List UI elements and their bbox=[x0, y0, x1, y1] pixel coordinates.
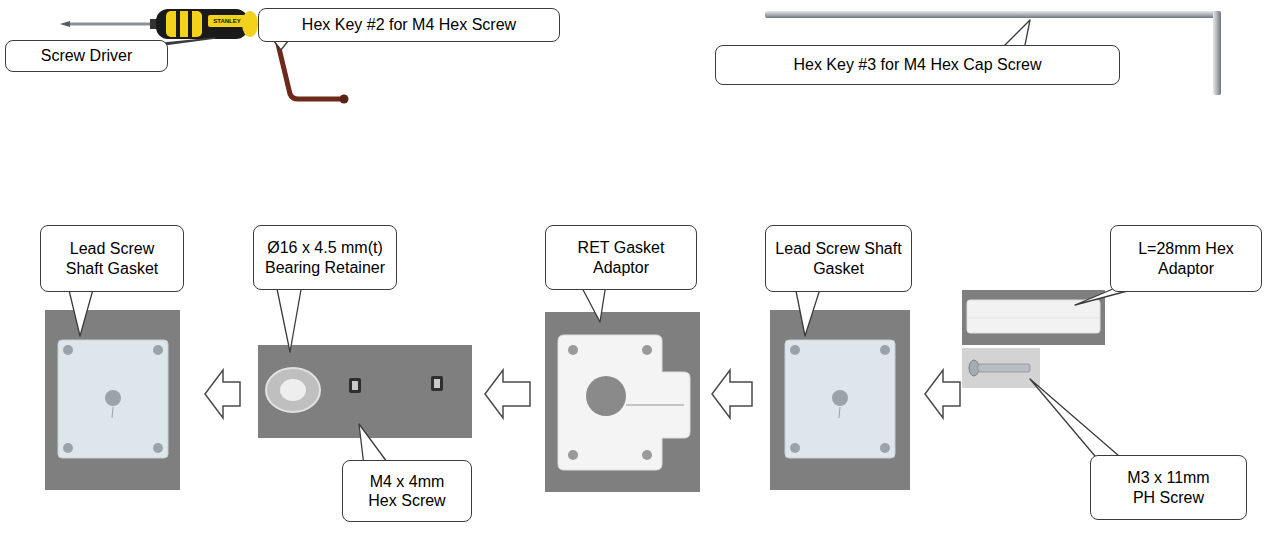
block-arrow bbox=[485, 370, 530, 418]
screwdriver-image bbox=[208, 15, 246, 27]
part-name: M4 x 4mm Hex Screw bbox=[357, 472, 457, 510]
part-panel: Lead Screw Shaft Gasket bbox=[45, 310, 205, 490]
callout-box: Hex Key #2 for M4 Hex Screw bbox=[258, 8, 560, 42]
ret-adaptor-photo bbox=[558, 335, 690, 470]
gasket-photo bbox=[63, 443, 73, 453]
screwdriver-image bbox=[188, 11, 192, 37]
part-panel: L=28mm Hex AdaptorM3 x 11mm PH Screw bbox=[960, 290, 1105, 400]
ph-screw-photo bbox=[962, 348, 1040, 388]
callout-box: M4 x 4mm Hex Screw bbox=[342, 460, 472, 522]
ret-adaptor-photo bbox=[568, 450, 578, 460]
screwdriver-image bbox=[68, 23, 152, 26]
gasket-photo bbox=[63, 345, 73, 355]
ph-screw-photo bbox=[962, 348, 1040, 388]
hex-screw-photo bbox=[349, 378, 361, 393]
gasket-photo bbox=[45, 310, 180, 490]
ph-screw-photo bbox=[978, 364, 1030, 372]
hex-adaptor-photo bbox=[967, 300, 1100, 333]
part-name: L=28mm Hex Adaptor bbox=[1121, 239, 1251, 277]
hex-screw-photo bbox=[431, 376, 443, 391]
tool-name: Hex Key #2 for M4 Hex Screw bbox=[302, 15, 516, 34]
hex-adaptor-photo bbox=[962, 290, 1105, 345]
callout-box: RET Gasket Adaptor bbox=[545, 225, 697, 290]
block-arrow bbox=[205, 370, 240, 418]
hex-screw-photo bbox=[434, 379, 440, 388]
gasket-photo bbox=[785, 340, 895, 458]
gasket-photo bbox=[832, 390, 848, 406]
hex-key-small bbox=[278, 44, 349, 104]
hex-key-small bbox=[278, 44, 341, 99]
gasket-photo bbox=[880, 443, 890, 453]
retainer-photo bbox=[258, 345, 328, 438]
callout-tail bbox=[795, 286, 821, 336]
gasket-photo bbox=[153, 443, 163, 453]
hex-screw-photo bbox=[352, 381, 358, 390]
callout-tail bbox=[276, 284, 302, 352]
callout-tail bbox=[68, 20, 1146, 466]
block-arrow bbox=[925, 370, 960, 418]
gasket-photo bbox=[770, 310, 910, 490]
callout-tail bbox=[68, 286, 94, 336]
screwdriver-image bbox=[176, 11, 180, 37]
ret-adaptor-photo bbox=[642, 345, 652, 355]
retainer-photo bbox=[258, 345, 328, 438]
callout-tail bbox=[1030, 379, 1126, 462]
gasket-photo bbox=[105, 390, 121, 406]
callout-box: L=28mm Hex Adaptor bbox=[1110, 225, 1262, 292]
callout-box: Ø16 x 4.5 mm(t) Bearing Retainer bbox=[253, 225, 397, 290]
screwdriver-image bbox=[156, 9, 248, 39]
hex-adaptor-photo bbox=[967, 318, 1100, 319]
block-arrow bbox=[712, 370, 752, 418]
part-name: Lead Screw Shaft Gasket bbox=[774, 239, 903, 277]
callout-box: Lead Screw Shaft Gasket bbox=[40, 225, 184, 292]
ret-adaptor-photo bbox=[568, 345, 578, 355]
retainer-photo bbox=[280, 379, 306, 401]
part-name: Ø16 x 4.5 mm(t) Bearing Retainer bbox=[262, 238, 388, 276]
hex-adaptor-photo bbox=[962, 290, 1105, 345]
gasket-photo bbox=[790, 443, 800, 453]
screwdriver-image bbox=[60, 9, 258, 39]
gasket-photo bbox=[770, 310, 910, 490]
hex-key-long bbox=[765, 11, 1220, 18]
ret-adaptor-photo bbox=[545, 312, 700, 492]
part-name: Lead Screw Shaft Gasket bbox=[49, 239, 175, 277]
part-panel: Lead Screw Shaft Gasket bbox=[752, 312, 925, 492]
hex-key-long bbox=[1213, 11, 1221, 95]
part-name: RET Gasket Adaptor bbox=[566, 238, 676, 276]
callout-box: Screw Driver bbox=[5, 40, 168, 72]
gasket-photo bbox=[880, 345, 890, 355]
gasket-photo bbox=[58, 340, 168, 458]
screwdriver-image bbox=[60, 21, 70, 27]
brand-text: STANLEY bbox=[213, 18, 241, 24]
ph-screw-photo bbox=[969, 360, 979, 376]
tool-name: Hex Key #3 for M4 Hex Cap Screw bbox=[793, 55, 1041, 74]
part-panel: RET Gasket Adaptor bbox=[530, 312, 712, 492]
gasket-photo bbox=[45, 310, 180, 490]
ret-adaptor-photo bbox=[642, 450, 652, 460]
gasket-photo bbox=[153, 345, 163, 355]
brand-mark: STANLEY bbox=[208, 15, 246, 27]
gasket-photo bbox=[112, 407, 113, 418]
tool-name: Screw Driver bbox=[41, 46, 133, 65]
part-name: M3 x 11mm PH Screw bbox=[1121, 468, 1216, 506]
ret-adaptor-photo bbox=[545, 312, 700, 492]
screwdriver-image bbox=[166, 11, 202, 37]
ret-adaptor-photo bbox=[626, 404, 684, 406]
retainer-photo bbox=[266, 368, 320, 412]
callout-box: Hex Key #3 for M4 Hex Cap Screw bbox=[715, 45, 1120, 85]
gasket-photo bbox=[790, 345, 800, 355]
callout-box: M3 x 11mm PH Screw bbox=[1090, 455, 1247, 520]
part-panel: Ø16 x 4.5 mm(t) Bearing RetainerM4 x 4mm… bbox=[240, 345, 485, 438]
hex-screw-photo bbox=[328, 345, 472, 438]
gasket-photo bbox=[839, 407, 840, 418]
hex-key-small bbox=[340, 95, 349, 104]
hex-screw-photo bbox=[328, 345, 472, 438]
ret-adaptor-photo bbox=[586, 376, 626, 416]
callout-box: Lead Screw Shaft Gasket bbox=[765, 225, 912, 292]
